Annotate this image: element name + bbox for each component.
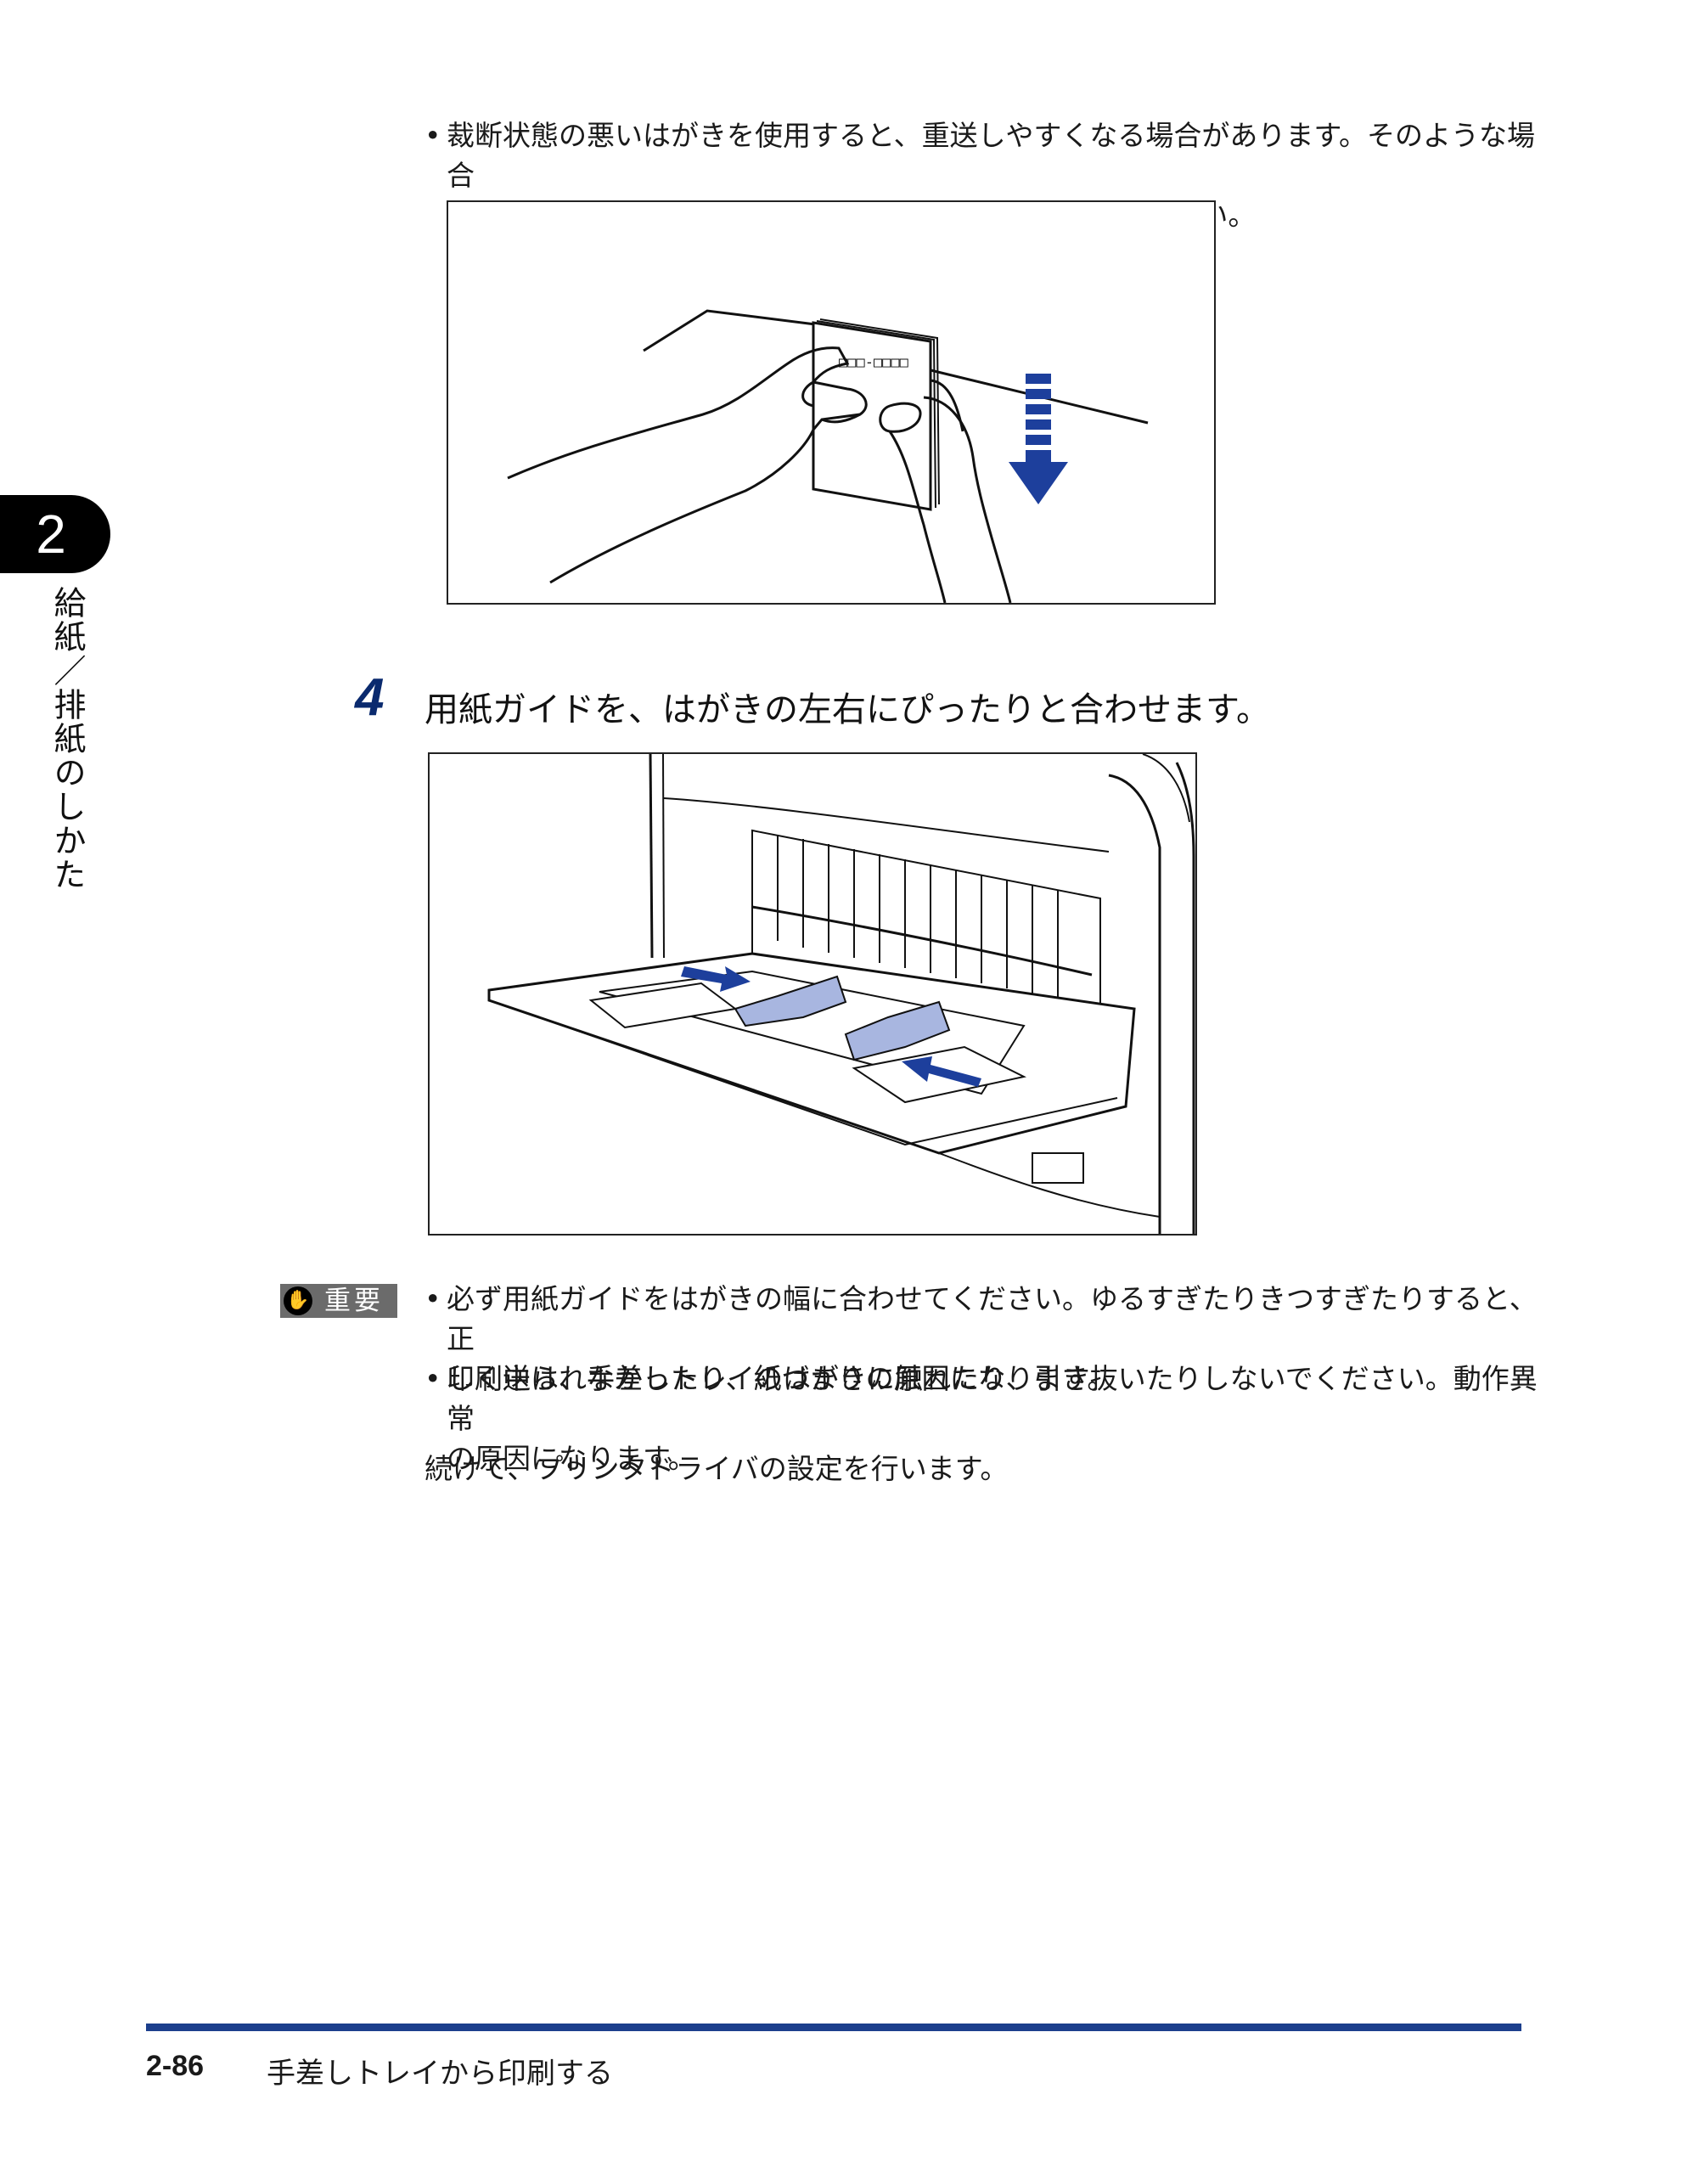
important-item-2-line-2: の原因になります。 [447, 1442, 696, 1475]
table-edge-left [643, 309, 857, 352]
chapter-tab: 2 [0, 495, 110, 573]
footer-section-title: 手差しトレイから印刷する [267, 2057, 613, 2091]
postcard-right [844, 1000, 951, 1061]
note-line-1: 裁断状態の悪いはがきを使用すると、重送しやすくなる場合があります。そのような場合 [447, 119, 1536, 192]
right-hand [923, 396, 1012, 604]
step-instruction: 用紙ガイドを、はがきの左右にぴったりと合わせます。 [424, 690, 1270, 729]
paper-guide-left [588, 982, 738, 1029]
important-item-1-line-1: 必ず用紙ガイドをはがきの幅に合わせてください。ゆるすぎたりきつすぎたりすると、正 [447, 1282, 1538, 1355]
postcard-code: □□□-□□□□ [839, 354, 909, 371]
paper-guides-illustration [487, 753, 1195, 1234]
footer-rule [146, 2024, 1521, 2031]
important-label: 重要 [324, 1286, 384, 1316]
figure-align-postcards: □□□-□□□□ [447, 200, 1216, 605]
printer-right-side [1108, 774, 1161, 1234]
step-number: 4 [355, 668, 385, 727]
page-number: 2-86 [146, 2050, 205, 2082]
important-item-2: 印刷中は、手差しトレイのはがきに触れたり、引き抜いたりしないでください。動作異常… [424, 1359, 1550, 1478]
figure-paper-guides [428, 752, 1197, 1236]
arrow-right-icon [681, 966, 751, 992]
arrow-left-icon [902, 1056, 981, 1087]
important-item-2-line-1: 印刷中は、手差しトレイのはがきに触れたり、引き抜いたりしないでください。動作異常 [447, 1362, 1538, 1435]
important-badge: ✋ 重要 [280, 1284, 397, 1318]
align-postcards-illustration: □□□-□□□□ [507, 309, 1149, 604]
postcard-left [734, 975, 847, 1027]
continue-text: 続けて、プリンタドライバの設定を行います。 [424, 1452, 1009, 1485]
chapter-number: 2 [36, 504, 66, 565]
printer-left-edge [649, 753, 654, 959]
chapter-title: 給紙／排紙のしかた [48, 586, 86, 892]
hand-stop-icon: ✋ [284, 1286, 312, 1315]
left-hand [507, 346, 868, 584]
down-arrow-icon [1009, 374, 1068, 504]
